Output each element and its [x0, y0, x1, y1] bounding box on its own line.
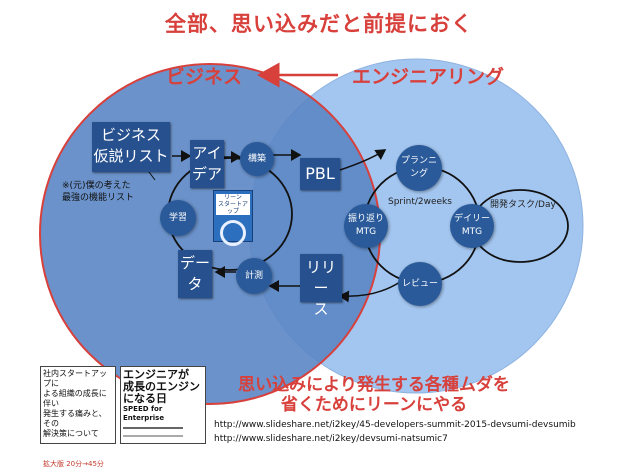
- lean-startup-book: リーン スタートアップ: [213, 190, 253, 246]
- thumb2-line-3: になる日: [123, 392, 167, 405]
- review-node: レビュー: [398, 262, 442, 306]
- release-line-1: リリー: [305, 258, 336, 297]
- retro-node: 振り返り MTG: [344, 204, 388, 248]
- thumb2-line-1: エンジニアが: [123, 368, 189, 381]
- business-label: ビジネス: [166, 66, 243, 88]
- planning-text: プランニ ング: [401, 155, 437, 181]
- planning-line-2: ング: [409, 169, 428, 179]
- thumb1-line-2: よる組織の成長に伴い: [43, 389, 107, 408]
- bottom-line-1: 思い込みにより発生する各種ムダを: [238, 375, 510, 395]
- slideshare-link-1[interactable]: http://www.slideshare.net/i2key/45-devel…: [214, 420, 576, 430]
- idea-box: アイ デア: [190, 140, 224, 188]
- retro-text: 振り返り MTG: [348, 213, 384, 239]
- hypothesis-line-2: 仮説リスト: [93, 147, 169, 165]
- hypothesis-line-1: ビジネス: [100, 126, 161, 144]
- daily-node: デイリー MTG: [450, 204, 494, 248]
- slide-thumbnail-startup[interactable]: 社内スタートアップに よる組織の成長に伴い 発生する痛みと、その 解決策について…: [40, 366, 116, 468]
- arrow-review-to-release: [338, 281, 401, 303]
- daily-task-label: 開発タスク/Day: [490, 200, 556, 210]
- sprint-label: Sprint/2weeks: [388, 197, 452, 207]
- thumb1-line-1: 社内スタートアップに: [43, 369, 107, 388]
- arrow-pbl-to-planning: [339, 149, 387, 171]
- learn-node: 学習: [160, 200, 196, 236]
- thumb1-time: 拡大版 20分→45分: [43, 460, 104, 468]
- thumb1-line-3: 発生する痛みと、その: [43, 409, 107, 428]
- bottom-line-2: 省くためにリーンにやる: [280, 395, 468, 415]
- pbl-label: PBL: [305, 164, 335, 183]
- measure-label: 計測: [244, 270, 263, 281]
- release-line-2: ス: [313, 300, 329, 318]
- release-box: リリー ス: [300, 254, 342, 318]
- data-line-1: デー: [179, 254, 210, 272]
- book-title-line-2: スタートアップ: [217, 201, 248, 215]
- engineering-label: エンジニアリング: [352, 66, 505, 88]
- book-title-line-1: リーン: [224, 194, 242, 201]
- daily-line-1: デイリー: [453, 214, 490, 224]
- thumb1-line-4: 解決策について: [43, 429, 99, 438]
- data-box: デー タ: [178, 250, 212, 298]
- slideshare-link-2[interactable]: http://www.slideshare.net/i2key/devsumi-…: [214, 434, 448, 444]
- retro-line-2: MTG: [355, 227, 377, 237]
- data-line-2: タ: [187, 275, 203, 293]
- thumb2-subtitle: SPEED for Enterprise: [123, 405, 165, 422]
- note-line-2: 最強の機能リスト: [62, 193, 135, 203]
- book-title: リーン スタートアップ: [216, 194, 250, 215]
- review-label: レビュー: [401, 278, 438, 289]
- pbl-box: PBL: [300, 158, 340, 190]
- planning-line-1: プランニ: [400, 156, 437, 166]
- daily-text: デイリー MTG: [454, 213, 490, 239]
- daily-line-2: MTG: [461, 227, 483, 237]
- book-cover-ring: [220, 220, 246, 246]
- feature-list-note: ※(元)僕の考えた 最強の機能リスト: [62, 180, 134, 204]
- retro-line-1: 振り返り: [347, 214, 384, 224]
- build-node: 構築: [240, 142, 274, 176]
- hypothesis-list-box: ビジネス 仮説リスト: [92, 122, 170, 172]
- note-line-1: ※(元)僕の考えた: [62, 181, 131, 191]
- page-title: 全部、思い込みだと前提におく: [165, 12, 473, 36]
- build-label: 構築: [247, 153, 266, 164]
- bottom-message: 思い込みにより発生する各種ムダを 省くためにリーンにやる: [0, 375, 638, 415]
- thumb2-line-2: 成長のエンジン: [123, 380, 200, 393]
- idea-line-2: デア: [191, 165, 222, 183]
- thumb2-body-lines: [123, 427, 183, 437]
- measure-node: 計測: [236, 258, 272, 294]
- planning-node: プランニ ング: [396, 145, 442, 191]
- business-circle: [39, 63, 381, 405]
- idea-line-1: アイ: [192, 144, 222, 162]
- learn-label: 学習: [168, 212, 187, 223]
- slide-thumbnail-engineer[interactable]: エンジニアが 成長のエンジン になる日 SPEED for Enterprise: [120, 366, 206, 444]
